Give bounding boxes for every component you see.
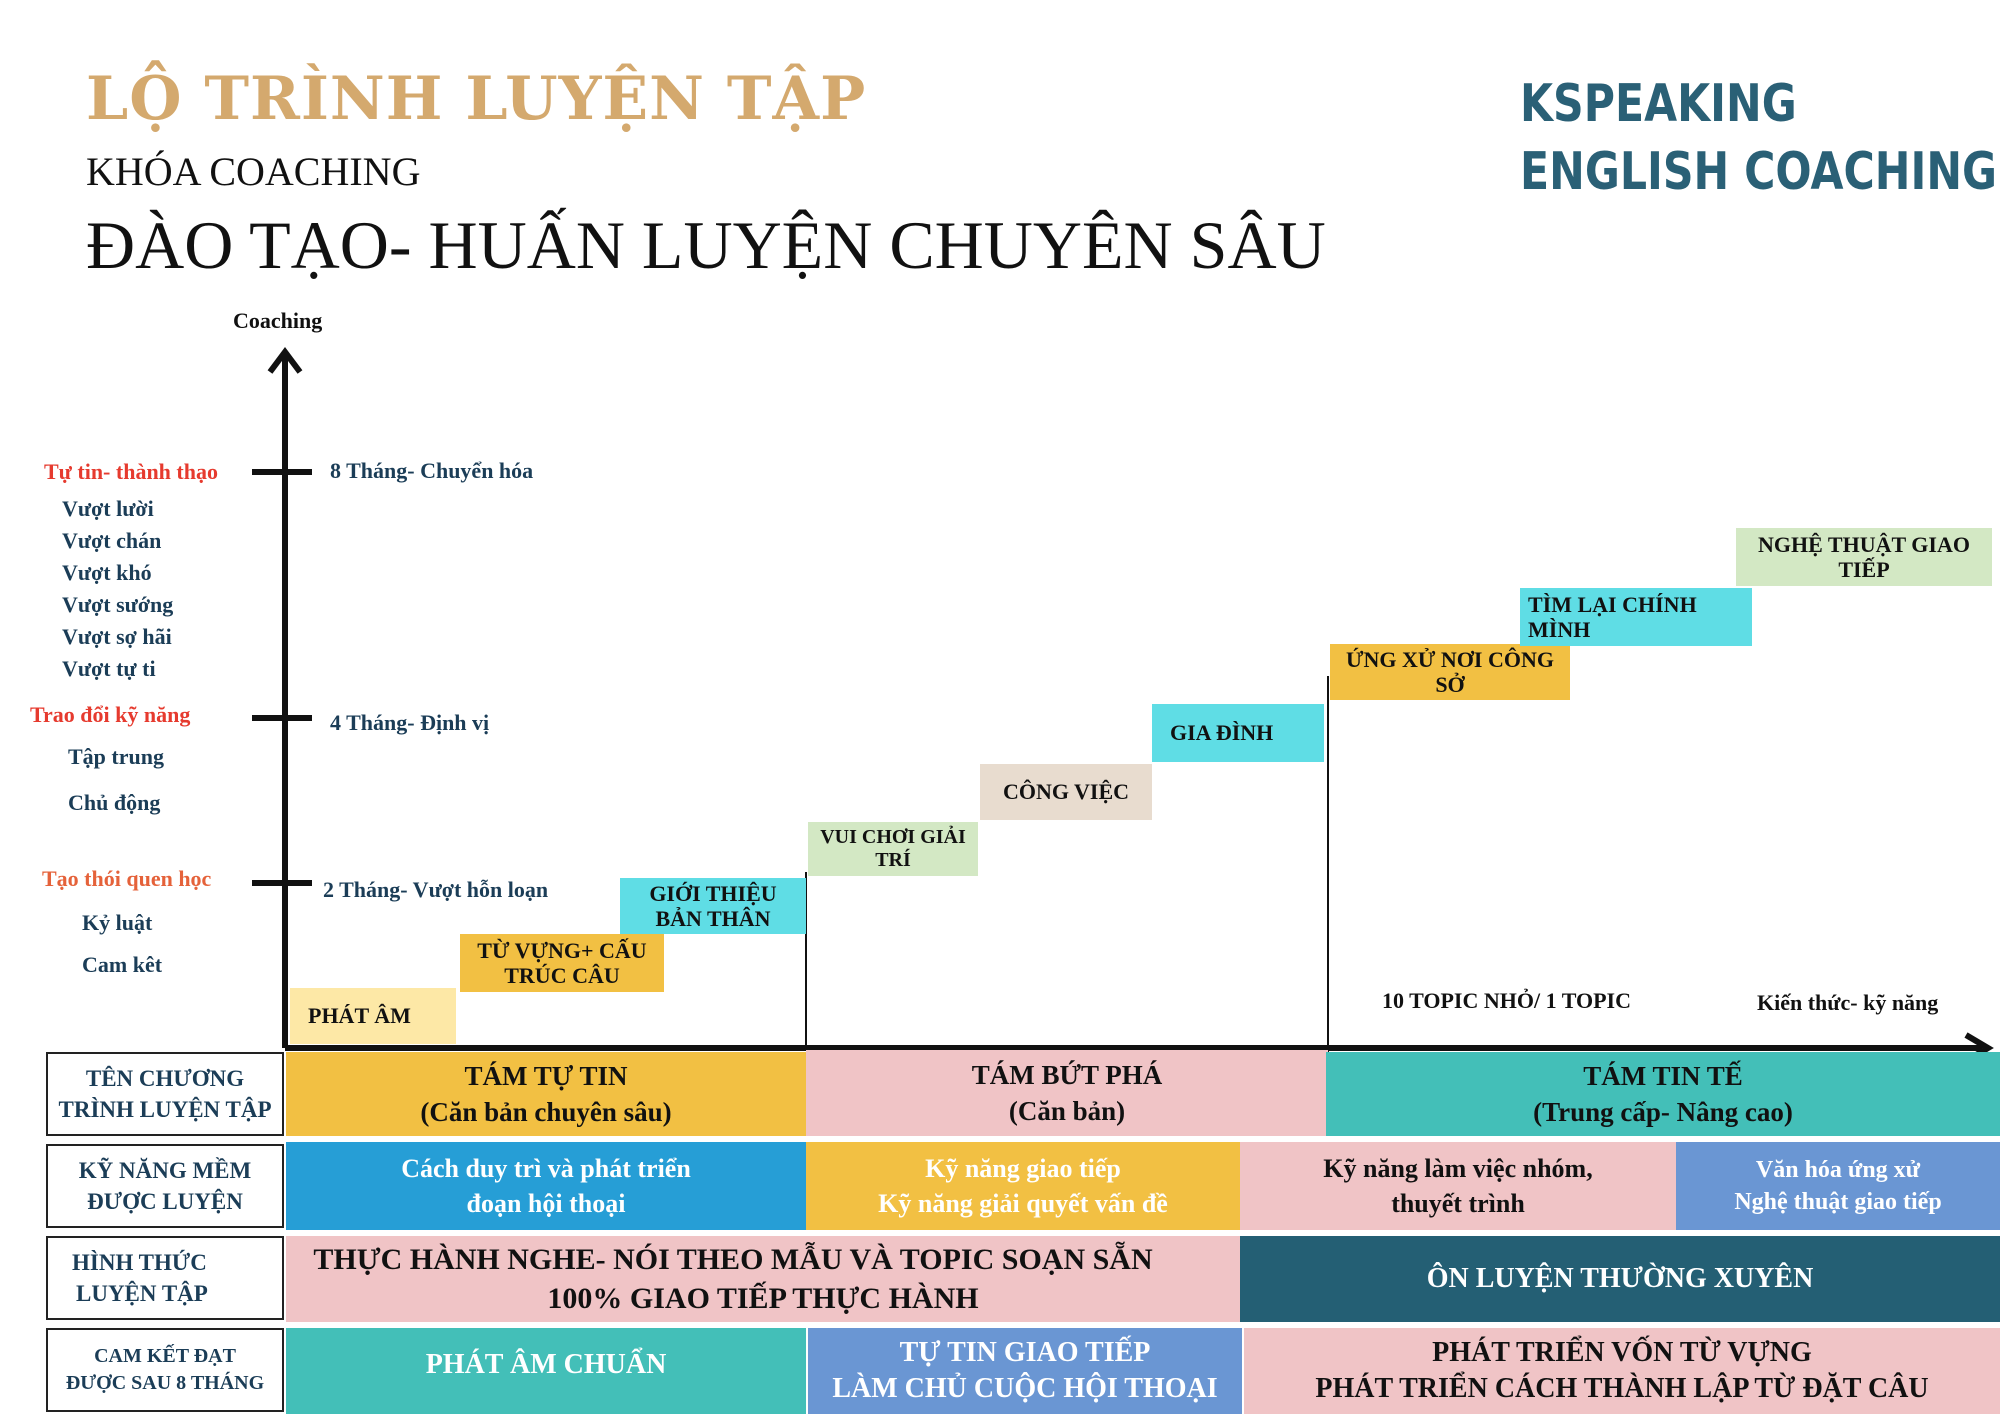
step-work: CÔNG VIỆC	[980, 764, 1152, 820]
row-header-practice-method: HÌNH THỨC LUYỆN TẬP	[46, 1236, 284, 1320]
milestone-8-months: 8 Tháng- Chuyển hóa	[330, 458, 534, 483]
brand-line-2: ENGLISH COACHING	[1520, 142, 1998, 202]
stage-skill-exchange: Trao đổi kỹ năng	[30, 702, 191, 727]
course-label: KHÓA COACHING	[86, 149, 421, 194]
stage-study-habit: Tạo thói quen học	[42, 866, 212, 891]
step-vocab-structure: TỪ VỰNG+ CẤU TRÚC CÂU	[460, 934, 664, 992]
stage-item: Vượt sợ hãi	[62, 624, 172, 649]
stage-item: Vượt sướng	[62, 592, 174, 617]
step-self-intro: GIỚI THIỆU BẢN THÂN	[620, 878, 806, 934]
skill-culture-communication-art: Văn hóa ứng xử Nghệ thuật giao tiếp	[1676, 1142, 2000, 1230]
milestone-4-months: 4 Tháng- Định vị	[330, 710, 490, 735]
program-tam-but-pha: TÁM BỨT PHÁ (Căn bản)	[806, 1050, 1328, 1136]
stage-item: Kỷ luật	[82, 910, 153, 935]
stage-item: Vượt tự ti	[62, 656, 156, 681]
method-review: ÔN LUYỆN THƯỜNG XUYÊN	[1240, 1236, 2000, 1322]
commit-vocabulary-sentence: PHÁT TRIỂN VỐN TỪ VỰNG PHÁT TRIỂN CÁCH T…	[1244, 1328, 2000, 1414]
row-header-soft-skills: KỸ NĂNG MỀM ĐƯỢC LUYỆN	[46, 1144, 284, 1228]
skill-conversation: Cách duy trì và phát triển đoạn hội thoạ…	[286, 1142, 806, 1230]
step-workplace-behavior: ỨNG XỬ NƠI CÔNG SỞ	[1330, 644, 1570, 700]
y-axis-arrow	[267, 347, 303, 374]
skill-teamwork-presentation: Kỹ năng làm việc nhóm, thuyết trình	[1240, 1142, 1676, 1230]
stage-item: Cam kêt	[82, 952, 163, 977]
stage-item: Tập trung	[68, 744, 164, 769]
commit-confident-communication: TỰ TIN GIAO TIẾP LÀM CHỦ CUỘC HỘI THOẠI	[808, 1328, 1242, 1414]
step-entertainment: VUI CHƠI GIẢI TRÍ	[808, 822, 978, 876]
page-title: LỘ TRÌNH LUYỆN TẬP	[86, 64, 867, 134]
program-tam-tu-tin: TÁM TỰ TIN (Căn bản chuyên sâu)	[286, 1052, 806, 1136]
method-practice: THỰC HÀNH NGHE- NÓI THEO MẪU VÀ TOPIC SO…	[286, 1236, 1240, 1322]
step-communication-art: NGHỆ THUẬT GIAO TIẾP	[1736, 528, 1992, 586]
stage-item: Vượt lười	[62, 496, 154, 521]
step-pronunciation: PHÁT ÂM	[290, 988, 456, 1044]
stage-item: Vượt khó	[62, 560, 152, 585]
step-family: GIA ĐÌNH	[1152, 704, 1324, 762]
y-axis-label: Coaching	[233, 308, 323, 333]
stage-confident: Tự tin- thành thạo	[44, 459, 218, 484]
topic-note: 10 TOPIC NHỎ/ 1 TOPIC	[1382, 988, 1631, 1013]
course-name: ĐÀO TẠO- HUẤN LUYỆN CHUYÊN SÂU	[86, 207, 1326, 283]
commit-pronunciation: PHÁT ÂM CHUẨN	[286, 1328, 806, 1414]
stage-item: Chủ động	[68, 790, 161, 815]
skill-communication-problem-solving: Kỹ năng giao tiếp Kỹ năng giải quyết vấn…	[806, 1142, 1240, 1230]
program-tam-tin-te: TÁM TIN TẾ (Trung cấp- Nâng cao)	[1326, 1052, 2000, 1136]
milestone-2-months: 2 Tháng- Vượt hỗn loạn	[323, 877, 549, 902]
row-header-program: TÊN CHƯƠNG TRÌNH LUYỆN TẬP	[46, 1052, 284, 1136]
row-header-commitment: CAM KẾT ĐẠT ĐƯỢC SAU 8 THÁNG	[46, 1328, 284, 1412]
x-axis-label: Kiến thức- kỹ năng	[1757, 990, 1939, 1015]
brand-line-1: KSPEAKING	[1520, 74, 1797, 134]
step-rediscover-self: TÌM LẠI CHÍNH MÌNH	[1520, 588, 1752, 646]
stage-item: Vượt chán	[62, 528, 162, 553]
